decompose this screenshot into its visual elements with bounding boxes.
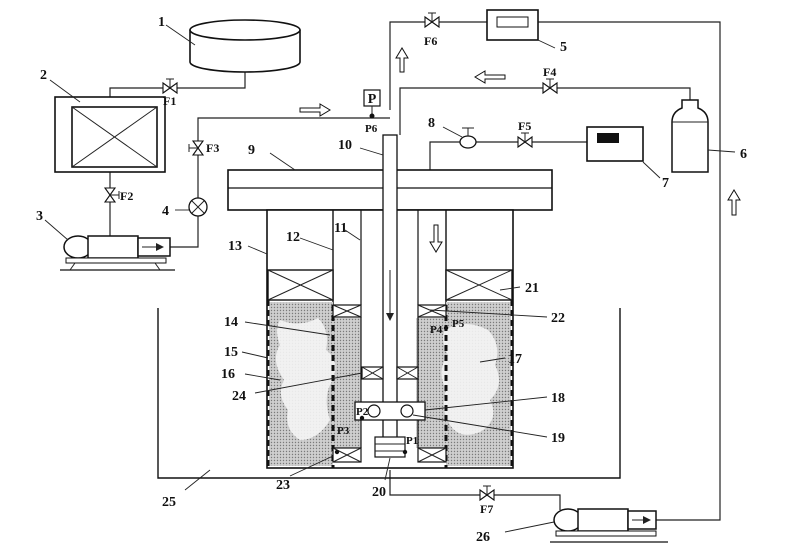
heat-exchanger-box (54, 96, 166, 173)
valve-labels: F1 F2 F3 F4 F5 F6 F7 (120, 34, 556, 516)
label-16: 16 (221, 367, 235, 382)
component-labels: 1 2 3 4 5 6 7 8 9 10 11 12 13 14 15 16 1… (36, 15, 747, 545)
sensor-label-p5: P5 (452, 318, 465, 330)
sensor-label-p2: P2 (356, 406, 369, 418)
sensor-labels: P1 P2 P3 P4 P5 P6 (337, 123, 465, 447)
valve-f6 (424, 12, 440, 29)
data-recorder-box (586, 126, 644, 162)
pump-3 (60, 235, 175, 271)
label-10: 10 (338, 138, 352, 153)
flow-meter-box (486, 9, 539, 41)
label-15: 15 (224, 345, 238, 360)
label-9: 9 (248, 143, 255, 158)
valve-f7 (479, 485, 495, 502)
label-20: 20 (372, 485, 386, 500)
sensor-label-p6: P6 (365, 123, 378, 135)
label-6: 6 (740, 147, 747, 162)
water-tank (189, 19, 301, 73)
water-bath (157, 308, 621, 479)
valve-f4 (542, 78, 558, 95)
valve-label-f7: F7 (480, 502, 493, 516)
label-11: 11 (334, 221, 347, 236)
label-21: 21 (525, 281, 539, 296)
valve-label-f1: F1 (163, 94, 176, 108)
label-2: 2 (40, 68, 47, 83)
valve-label-f2: F2 (120, 189, 133, 203)
pump-26 (550, 508, 668, 543)
gas-cylinder (671, 99, 709, 173)
valve-label-f4: F4 (543, 65, 556, 79)
valve-f1 (162, 78, 178, 95)
control-valve-4 (188, 197, 208, 217)
label-19: 19 (551, 431, 565, 446)
gauge-letter: P (368, 92, 377, 107)
label-14: 14 (224, 315, 238, 330)
label-1: 1 (158, 15, 165, 30)
leader-lines (44, 24, 736, 533)
gate-valves (103, 12, 558, 502)
pressure-gauge-p6: P (363, 89, 381, 119)
label-3: 3 (36, 209, 43, 224)
label-8: 8 (428, 116, 435, 131)
label-22: 22 (551, 311, 565, 326)
label-26: 26 (476, 530, 490, 545)
label-24: 24 (232, 389, 246, 404)
valve-f5 (517, 132, 533, 149)
label-17: 17 (508, 352, 522, 367)
flow-arrows (299, 47, 741, 253)
sensor-label-p1: P1 (406, 435, 418, 447)
sensor-label-p4: P4 (430, 324, 443, 336)
label-23: 23 (276, 478, 290, 493)
valve-f2 (103, 187, 120, 203)
label-13: 13 (228, 239, 242, 254)
label-7: 7 (662, 176, 669, 191)
label-4: 4 (162, 204, 169, 219)
label-12: 12 (286, 230, 300, 245)
label-18: 18 (551, 391, 565, 406)
label-5: 5 (560, 40, 567, 55)
valve-label-f3: F3 (206, 141, 219, 155)
needle-valve-8 (459, 127, 477, 149)
valve-label-f6: F6 (424, 34, 437, 48)
sensor-label-p3: P3 (337, 425, 350, 437)
valve-label-f5: F5 (518, 119, 531, 133)
label-25: 25 (162, 495, 176, 510)
valve-f3 (188, 140, 205, 156)
